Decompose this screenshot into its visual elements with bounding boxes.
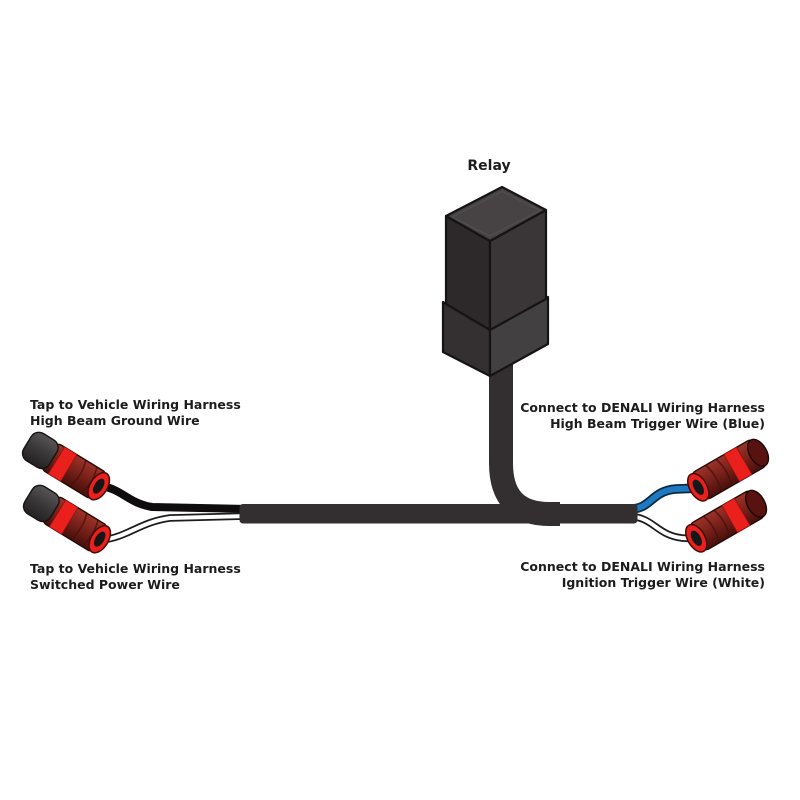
label-left-bottom: Tap to Vehicle Wiring Harness Switched P… [30, 561, 241, 593]
label-right-top: Connect to DENALI Wiring Harness High Be… [485, 400, 765, 432]
relay-top-bevel [451, 191, 541, 237]
label-line: Tap to Vehicle Wiring Harness [30, 561, 241, 576]
label-right-bottom: Connect to DENALI Wiring Harness Ignitio… [485, 559, 765, 591]
label-line: Connect to DENALI Wiring Harness [520, 400, 765, 415]
label-line: High Beam Ground Wire [30, 413, 200, 428]
high-beam-ground-wire-black [97, 482, 252, 513]
main-harness [239, 350, 638, 526]
relay-label: Relay [467, 158, 511, 174]
label-line: High Beam Trigger Wire (Blue) [550, 416, 765, 431]
relay-cable [489, 350, 561, 526]
label-line: Connect to DENALI Wiring Harness [520, 559, 765, 574]
high-beam-trigger-wire-blue [625, 485, 703, 513]
harness-sleeve [239, 504, 638, 524]
relay-box [441, 185, 550, 378]
label-line: Switched Power Wire [30, 577, 180, 592]
label-line: Ignition Trigger Wire (White) [561, 575, 765, 590]
label-line: Tap to Vehicle Wiring Harness [30, 397, 241, 412]
label-left-top: Tap to Vehicle Wiring Harness High Beam … [30, 397, 241, 429]
